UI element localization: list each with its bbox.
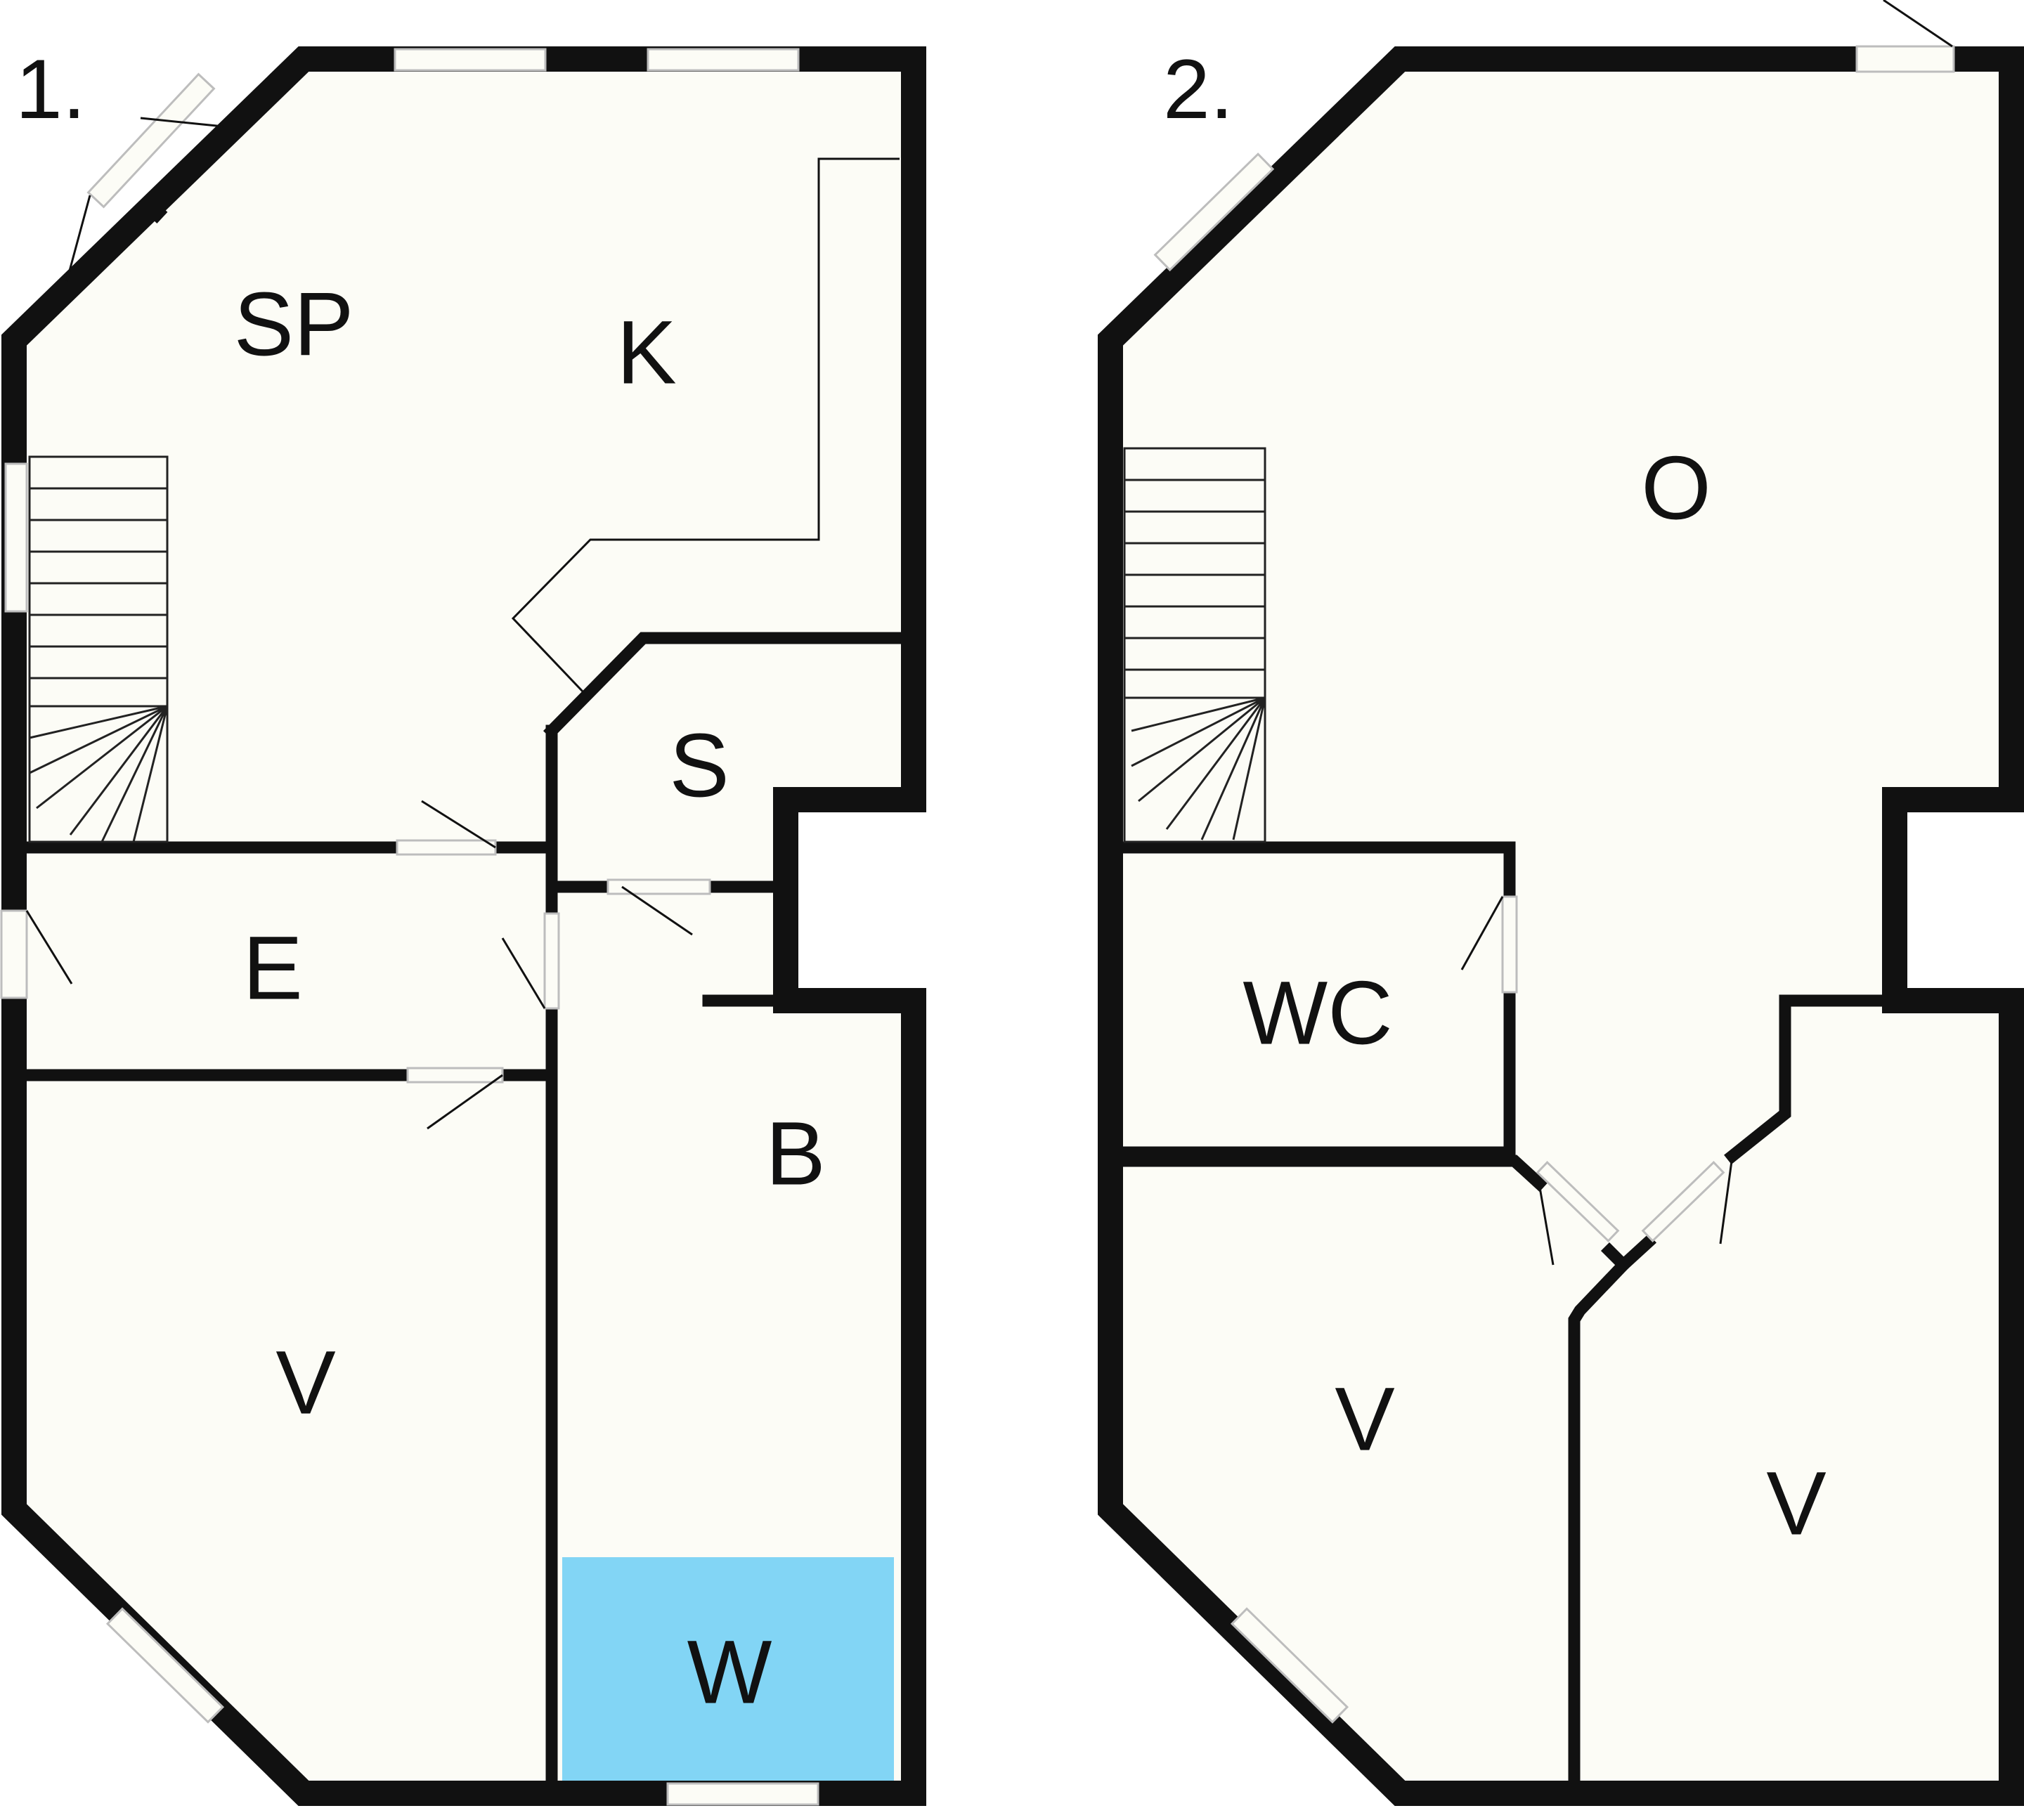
window-icon: [666, 1782, 819, 1806]
floor-1-staircase: [28, 455, 169, 843]
water-room-fill: [562, 1557, 894, 1785]
window-icon: [1153, 152, 1275, 272]
floor-2-number: 2.: [1163, 42, 1233, 136]
window-icon: [394, 48, 547, 72]
door-icon: [396, 839, 497, 856]
floor-1-outer-wall: [1, 46, 926, 1806]
floor-1-number: 1.: [15, 42, 86, 136]
floor-2-interior-walls: [1104, 841, 1901, 1800]
room-label-e: E: [242, 918, 302, 1019]
floor-2-staircase: [1123, 447, 1266, 843]
door-icon: [0, 909, 28, 999]
door-icon: [1855, 45, 1955, 73]
door-icon: [86, 72, 216, 209]
kitchen-counter: [511, 157, 900, 694]
floor-2-area: [1110, 59, 2011, 1793]
room-label-sp: SP: [234, 275, 354, 375]
room-label-b: B: [765, 1104, 825, 1204]
window-icon: [1230, 1607, 1349, 1724]
room-label-wc: WC: [1243, 963, 1392, 1064]
window-icon: [4, 462, 28, 613]
door-icon: [1641, 1161, 1725, 1242]
floor-1: 1. SP K S E B V W: [0, 42, 926, 1806]
door-icon: [406, 1067, 504, 1084]
door-icon: [606, 878, 711, 895]
floor-2-doors: [1460, 895, 1734, 1266]
floor-1-doors: [0, 800, 711, 1130]
door-mullion: [137, 193, 168, 224]
room-label-v: V: [275, 1333, 335, 1434]
room-label-w: W: [687, 1623, 772, 1723]
room-label-k: K: [616, 303, 676, 403]
room-label-v-right: V: [1766, 1454, 1826, 1554]
door-icon: [1501, 895, 1518, 994]
room-label-s: S: [669, 716, 729, 817]
room-label-v-left: V: [1335, 1370, 1394, 1470]
window-icon: [105, 1607, 225, 1724]
door-icon: [1536, 1161, 1620, 1242]
floor-2-outer-wall: [1098, 46, 2024, 1806]
floor-1-area: [14, 59, 914, 1793]
door-icon: [543, 912, 560, 1010]
window-icon: [647, 48, 800, 72]
floor-2-windows: [1153, 0, 1955, 1724]
floor-1-windows: [4, 48, 819, 1806]
room-label-o: O: [1641, 438, 1711, 539]
floor-2: 2. O WC V V: [1098, 0, 2024, 1806]
